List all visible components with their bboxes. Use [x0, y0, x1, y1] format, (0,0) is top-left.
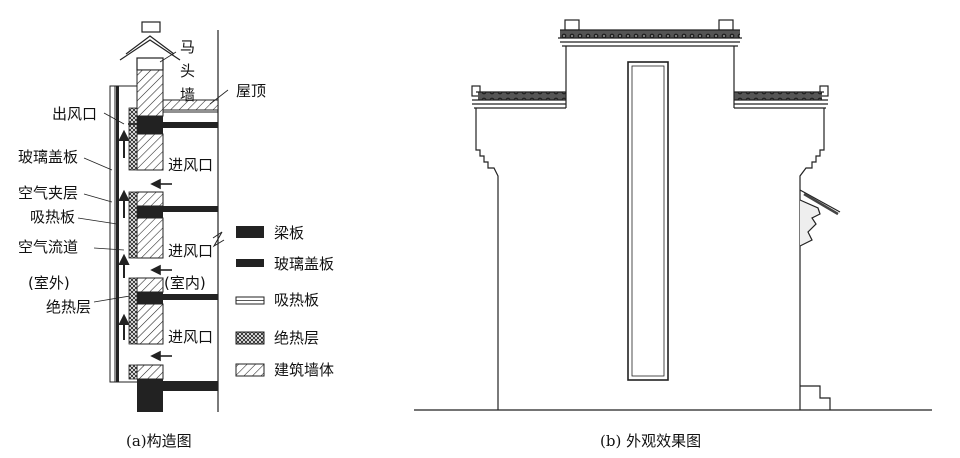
construction-diagram: 马 头 墙 屋顶 出风口 玻璃盖板 进风口 空气夹层 吸热板 空气流道 进风口 … [18, 21, 334, 450]
roof-slab [162, 99, 219, 111]
legend-swatch-wall [235, 363, 265, 377]
caption-a: (a)构造图 [126, 432, 192, 450]
facade-outline [475, 46, 825, 410]
label-insulation: 绝热层 [46, 298, 91, 316]
steps [800, 385, 831, 410]
right-roof [734, 85, 829, 109]
label-horse-head-wall-2: 头 [180, 62, 195, 80]
side-eave [799, 189, 841, 247]
tall-window-inner [631, 65, 665, 377]
legend-swatch-beam [236, 226, 264, 238]
label-air-channel: 空气流道 [18, 238, 78, 256]
airflow-up-arrows [118, 129, 130, 340]
label-roof: 屋顶 [236, 82, 266, 100]
legend: 梁板 玻璃盖板 吸热板 绝热层 建筑墙体 [235, 224, 334, 379]
caption-b: (b) 外观效果图 [600, 432, 701, 450]
leader-lines [77, 51, 229, 303]
label-glass-cover: 玻璃盖板 [18, 148, 78, 166]
glass-cover-and-absorber [109, 85, 137, 383]
horse-head-wall-cap [119, 21, 181, 71]
legend-swatch-insulation [235, 331, 265, 345]
label-air-cavity: 空气夹层 [18, 184, 78, 202]
label-horse-head-wall-3: 墙 [180, 86, 195, 104]
label-horse-head-wall-1: 马 [180, 38, 195, 56]
legend-swatch-glass [236, 259, 264, 267]
label-outlet: 出风口 [52, 105, 97, 123]
label-inlet-2: 进风口 [168, 242, 213, 260]
insulation-layer [128, 107, 138, 380]
label-absorber: 吸热板 [30, 208, 75, 226]
label-inlet-1: 进风口 [168, 156, 213, 174]
break-mark [212, 231, 225, 248]
label-indoor: (室内) [164, 274, 206, 292]
legend-label-insulation: 绝热层 [274, 329, 319, 347]
tall-window [627, 61, 669, 381]
inlet-arrows [150, 178, 172, 362]
legend-label-wall: 建筑墙体 [274, 361, 334, 379]
top-roof [558, 19, 742, 47]
legend-label-glass: 玻璃盖板 [274, 255, 334, 273]
legend-label-beam: 梁板 [274, 224, 304, 242]
elevation-drawing [414, 19, 932, 411]
label-outdoor: (室外) [28, 274, 70, 292]
floor-slabs [137, 116, 218, 412]
legend-label-absorber: 吸热板 [274, 291, 319, 309]
left-roof [471, 85, 566, 109]
label-inlet-3: 进风口 [168, 328, 213, 346]
